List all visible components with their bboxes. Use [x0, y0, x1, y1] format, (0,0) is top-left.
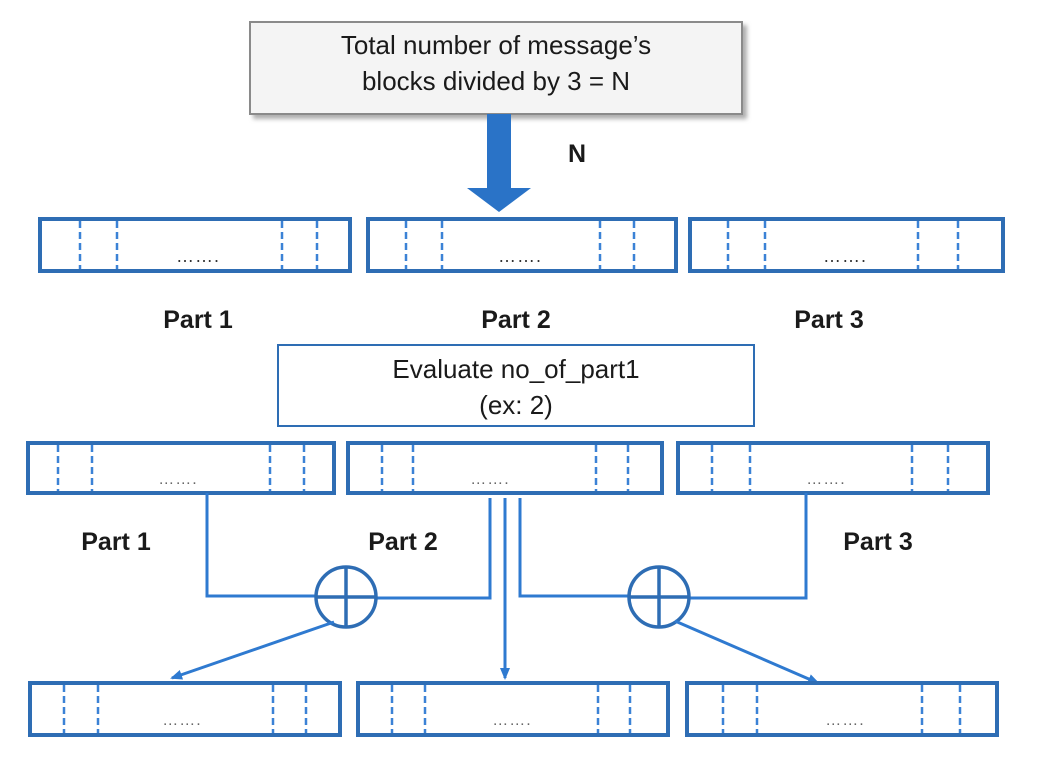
row2-label-part1: Part 1	[81, 528, 151, 556]
row2-block-part3: …….	[676, 441, 990, 495]
row2-part1-ellipsis: …….	[158, 471, 197, 488]
row2-block-part2: …….	[346, 441, 664, 495]
left-xor-connectors	[205, 493, 492, 600]
total-blocks-line1: Total number of message’s	[341, 30, 651, 60]
row1-label-part3: Part 3	[794, 306, 863, 334]
evaluate-line2: (ex: 2)	[479, 390, 553, 420]
row3-block-part1: …….	[28, 681, 342, 737]
row1-block-part2: …….	[366, 217, 678, 273]
row3-part3-ellipsis: …….	[825, 712, 864, 729]
row1-part1-ellipsis: …….	[176, 246, 220, 266]
row1-part2-ellipsis: …….	[498, 246, 542, 266]
xor-left-output-arrow	[170, 620, 335, 680]
row2-part2-ellipsis: …….	[470, 471, 509, 488]
row1-label-part2: Part 2	[481, 306, 550, 334]
row1-label-part1: Part 1	[163, 306, 233, 334]
row3-block-part2: …….	[356, 681, 670, 737]
row3-part2-ellipsis: …….	[492, 712, 531, 729]
xor-right-output-arrow	[674, 619, 820, 685]
evaluate-box: Evaluate no_of_part1 (ex: 2)	[277, 344, 755, 427]
n-arrow-label: N	[568, 140, 586, 168]
right-xor-connectors	[518, 493, 808, 600]
row2-label-part3: Part 3	[843, 528, 912, 556]
row2-block-part1: …….	[26, 441, 336, 495]
row1-part3-ellipsis: …….	[823, 246, 867, 266]
total-blocks-line2: blocks divided by 3 = N	[362, 66, 630, 96]
row2-label-part2: Part 2	[368, 528, 437, 556]
row3-block-part3: …….	[685, 681, 999, 737]
row1-block-part3: …….	[688, 217, 1005, 273]
n-down-arrow	[467, 114, 531, 212]
total-blocks-box: Total number of message’s blocks divided…	[249, 21, 743, 115]
xor-left-icon	[314, 565, 378, 629]
xor-right-icon	[627, 565, 691, 629]
row3-part1-ellipsis: …….	[162, 712, 201, 729]
evaluate-line1: Evaluate no_of_part1	[392, 354, 639, 384]
row2-part3-ellipsis: …….	[806, 471, 845, 488]
row1-block-part1: …….	[38, 217, 352, 273]
